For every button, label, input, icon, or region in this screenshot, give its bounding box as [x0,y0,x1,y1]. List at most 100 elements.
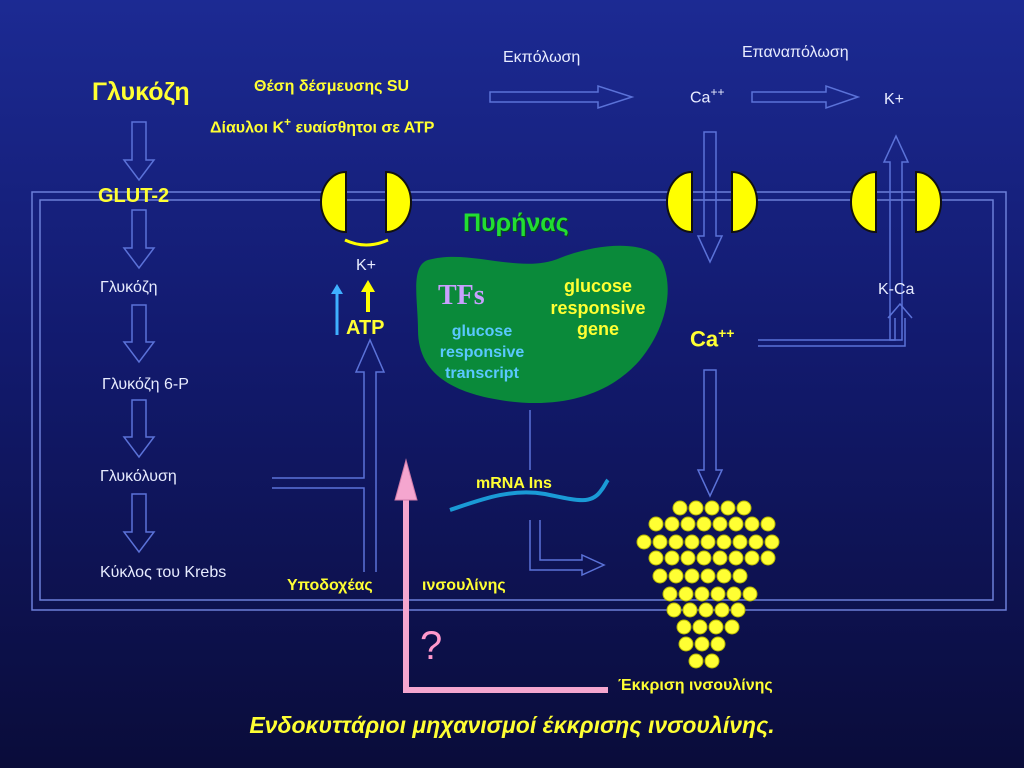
right-arrow-icon [751,84,861,110]
insulin-granule-icon [720,500,736,516]
ion-channel-icon [850,170,877,234]
insulin-granule-icon [666,602,682,618]
ca-inside-sup: ++ [718,325,735,341]
ca-influx-arrow [696,131,724,264]
glycolysis-label: Γλυκόλυση [100,468,177,485]
insulin-granule-icon [692,619,708,635]
katp-sup: + [284,115,292,129]
question-mark: ? [420,624,443,668]
nucleus-label: Πυρήνας [463,209,569,237]
depolarization-label: Εκπόλωση [503,49,581,66]
insulin-granule-icon [732,568,748,584]
ca-top-label: Ca++ [690,86,724,106]
down-arrow-icon [122,399,156,459]
insulin-granule-icon [668,534,684,550]
katp-suffix: ευαίσθητοι σε ΑΤΡ [291,119,435,137]
ca-to-secretion-arrow [696,369,724,498]
k-ca-label: K-Ca [878,281,915,298]
glut2-label: GLUT-2 [98,185,170,207]
ion-channel-icon [385,170,412,234]
insulin-granule-icon [760,550,776,566]
insulin-granule-icon [764,534,780,550]
insulin-granule-icon [648,516,664,532]
insulin-granule-icon [724,619,740,635]
right-arrow-icon [489,84,635,110]
down-arrow-icon [122,209,156,270]
nucleus-shape [416,245,668,404]
gene-label: glucose responsive gene [550,276,646,340]
insulin-granule-icon [664,550,680,566]
insulin-granule-icon [680,550,696,566]
insulin-granule-icon [700,534,716,550]
insulin-granule-icon [714,602,730,618]
insulin-granule-icon [712,516,728,532]
katp-label: Δίαυλοι Κ+ ευαίσθητοι σε ΑΤΡ [210,116,434,136]
tfs-label: TFs [438,280,485,311]
insulin-granule-icon [728,550,744,566]
insulin-granule-icon [672,500,688,516]
insulin-granule-icon [664,516,680,532]
down-arrow-icon [122,304,156,364]
secretion-label: Έκκριση ινσουλίνης [618,677,773,694]
insulin-granule-icon [694,636,710,652]
insulin-granule-icon [760,516,776,532]
insulin-granule-icon [698,602,714,618]
mrna-strand [449,478,610,512]
insulin-granule-icon [682,602,698,618]
receptor-label-a: Υποδοχέας [287,577,373,594]
ca-top-sup: ++ [710,85,725,99]
insulin-granule-icon [696,516,712,532]
gene-to-granule-arrow [529,410,606,577]
insulin-granule-icon [648,550,664,566]
katp-prefix: Δίαυλοι Κ [210,119,285,137]
insulin-granule-icon [668,568,684,584]
atp-label: ATP [346,317,385,339]
insulin-granule-icon [716,534,732,550]
insulin-granule-icon [676,619,692,635]
figure-caption: Ενδοκυττάριοι μηχανισμοί έκκρισης ινσουλ… [249,712,775,738]
repolarization-label: Επαναπόλωση [742,44,849,61]
insulin-granule-icon [652,568,668,584]
insulin-granule-icon [678,636,694,652]
up-arrow-icon [394,458,418,501]
glucose-inside-label: Γλυκόζη [100,279,158,296]
k-efflux-arrow [882,134,910,341]
k-plus-label: K+ [356,257,377,274]
krebs-label: Κύκλος του Krebs [100,564,227,581]
insulin-granule-icon [704,653,720,669]
insulin-granule-icon [700,568,716,584]
down-arrow-icon [122,493,156,554]
insulin-granule-icon [708,619,724,635]
transcript-label: glucose responsive transcript [439,323,525,382]
ion-channel-icon [666,170,693,234]
insulin-granules [636,500,780,669]
insulin-granule-icon [688,500,704,516]
insulin-granule-icon [710,586,726,602]
pathway-down-arrows [122,121,156,554]
insulin-granule-icon [730,602,746,618]
insulin-granule-icon [684,534,700,550]
ion-channel-icon [915,170,942,234]
insulin-granule-icon [636,534,652,550]
ca-top-text: Ca [690,89,711,107]
insulin-granule-icon [716,568,732,584]
su-site-label: Θέση δέσμευσης SU [254,78,410,95]
insulin-granule-icon [678,586,694,602]
insulin-receptor-arrow [394,458,608,693]
insulin-granule-icon [684,568,700,584]
insulin-granule-icon [652,534,668,550]
insulin-granule-icon [662,586,678,602]
k-ca-channel [850,170,942,234]
atp-arrows [331,280,375,335]
ca-to-kca-connector [758,302,913,347]
insulin-granule-icon [680,516,696,532]
ca-inside-text: Ca [690,326,719,352]
glucose-outside-label: Γλυκόζη [92,78,190,106]
mrna-label: mRNA Ins [476,475,552,492]
receptor-label-b: ινσουλίνης [422,577,506,594]
cell-membrane [31,191,1007,611]
insulin-granule-icon [688,653,704,669]
insulin-granule-icon [710,636,726,652]
glycolysis-to-atp [272,338,386,572]
